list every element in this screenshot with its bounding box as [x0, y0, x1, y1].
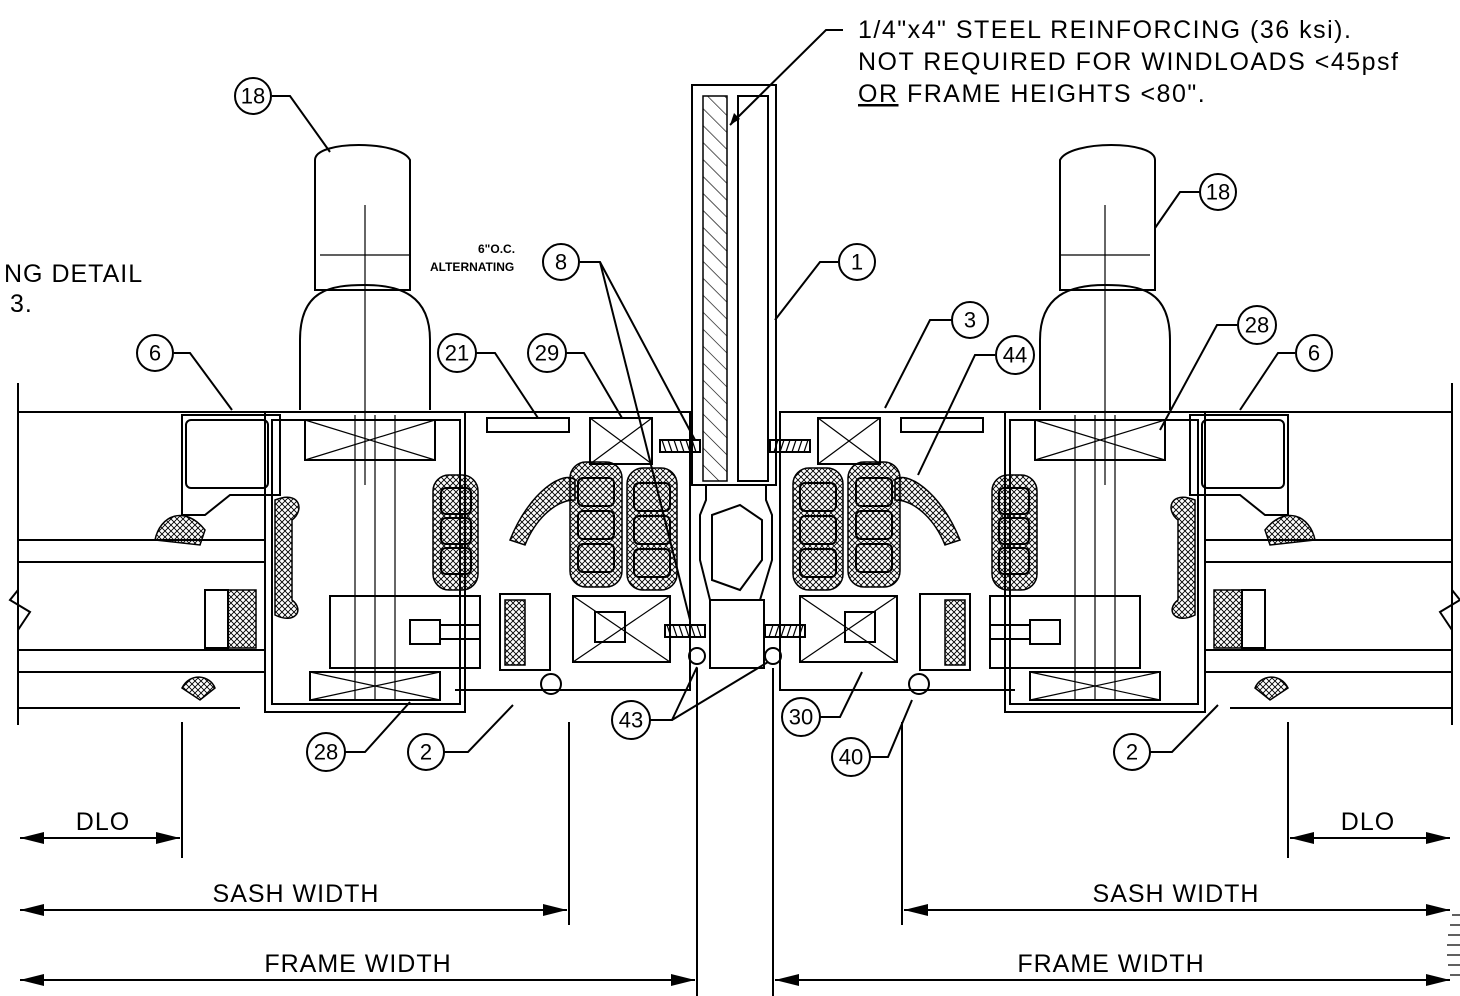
- callout-6-left-bubble: [136, 334, 174, 372]
- dlo-right-label: DLO: [1341, 808, 1395, 836]
- callout-18-left: 18: [241, 84, 265, 109]
- callout-3: 3: [964, 308, 976, 333]
- callout-18-left-bubble: [234, 77, 272, 115]
- right-frame-assembly: [764, 144, 1460, 725]
- callout-28-bottom-bubble: [306, 732, 346, 772]
- callout-44: 44: [1003, 343, 1027, 368]
- note-line-2: NOT REQUIRED FOR WINDLOADS <45psf: [858, 48, 1400, 76]
- callout-3-bubble: [951, 301, 989, 339]
- reinforcing-note: 1/4"x4" STEEL REINFORCING (36 ksi). NOT …: [729, 16, 1400, 126]
- frame-width-right-label: FRAME WIDTH: [1017, 950, 1204, 978]
- callout-2-right-bubble: [1113, 733, 1151, 771]
- sash-width-left-label: SASH WIDTH: [213, 880, 380, 908]
- left-frame-assembly: [8, 383, 706, 725]
- callout-40-bubble: [831, 737, 871, 777]
- callout-2-left: 2: [420, 740, 432, 765]
- note-line-3-rest: FRAME HEIGHTS <80".: [899, 80, 1207, 108]
- dimensions: DLO DLO SASH WIDTH SASH WIDTH FRAME WIDT…: [20, 722, 1450, 986]
- anchor-note-line-2: ALTERNATING: [430, 260, 514, 274]
- callout-29-bubble: [527, 333, 567, 373]
- note-line-3-prefix: OR: [858, 80, 899, 108]
- callout-6-right: 6: [1308, 341, 1320, 366]
- left-thermal-chambers: [432, 461, 678, 591]
- stamp-fragment: [1447, 914, 1460, 976]
- note-line-1: 1/4"x4" STEEL REINFORCING (36 ksi).: [858, 16, 1352, 44]
- callout-43: 43: [619, 708, 643, 733]
- left-operator-handle: [299, 144, 431, 485]
- anchor-note-line-1: 6"O.C.: [478, 242, 515, 256]
- callout-2-right: 2: [1126, 740, 1138, 765]
- callout-28-top: 28: [1245, 313, 1269, 338]
- callout-29: 29: [535, 341, 559, 366]
- callout-21: 21: [445, 341, 469, 366]
- callout-8-bubble: [542, 243, 580, 281]
- side-note-line-2: 3.: [10, 290, 33, 318]
- callout-6-right-bubble: [1295, 334, 1333, 372]
- callout-18-right-bubble: [1199, 173, 1237, 211]
- callout-30: 30: [789, 705, 813, 730]
- callout-28-bottom: 28: [314, 740, 338, 765]
- callout-30-bubble: [781, 697, 821, 737]
- callout-8: 8: [555, 250, 567, 275]
- note-line-3: OR FRAME HEIGHTS <80".: [858, 80, 1206, 108]
- callout-18-right: 18: [1206, 180, 1230, 205]
- side-note-line-1: NG DETAIL: [4, 260, 143, 288]
- callout-21-bubble: [437, 333, 477, 373]
- callout-1: 1: [851, 250, 863, 275]
- callout-6-left: 6: [149, 341, 161, 366]
- callouts: 18 18 1 8 6"O.C. ALTERNATING 3 44 28 6: [136, 77, 1333, 777]
- dlo-left-label: DLO: [76, 808, 130, 836]
- callout-28-top-bubble: [1237, 305, 1277, 345]
- mullion: [691, 84, 777, 996]
- frame-width-left-label: FRAME WIDTH: [264, 950, 451, 978]
- callout-44-bubble: [995, 335, 1035, 375]
- callout-43-bubble: [611, 700, 651, 740]
- callout-40: 40: [839, 745, 863, 770]
- callout-2-left-bubble: [407, 733, 445, 771]
- callout-1-bubble: [838, 243, 876, 281]
- sash-width-right-label: SASH WIDTH: [1093, 880, 1260, 908]
